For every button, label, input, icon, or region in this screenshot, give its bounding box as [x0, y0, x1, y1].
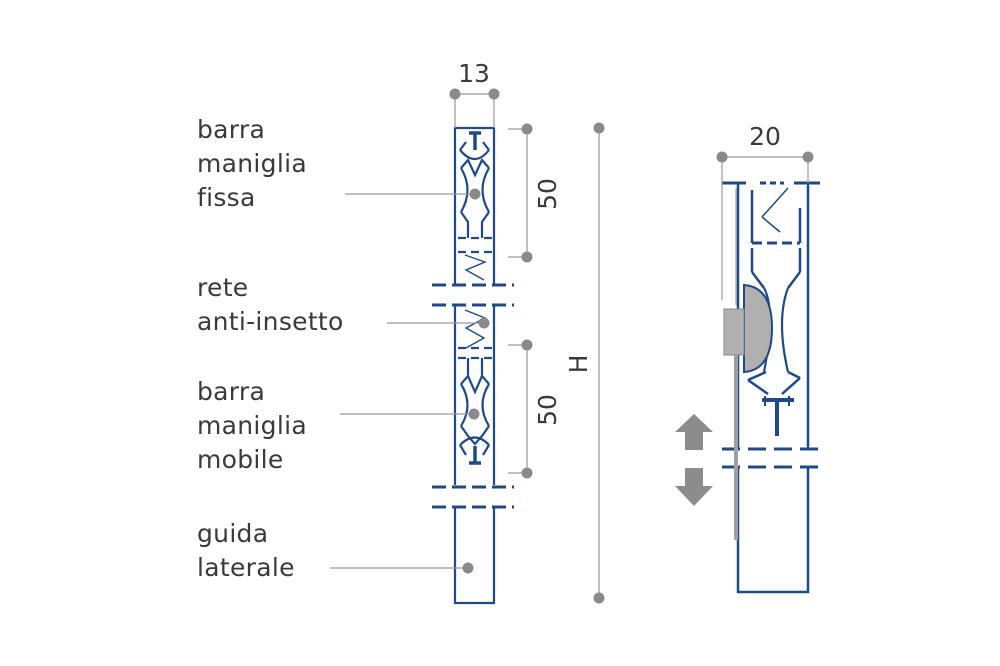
label-rete-anti-insetto: rete anti-insetto	[197, 271, 344, 339]
arrow-down-icon	[675, 468, 713, 506]
label-line: anti-insetto	[197, 307, 344, 336]
arrow-up-icon	[675, 414, 713, 450]
motion-arrows	[675, 414, 713, 506]
handle-bottom-height-label: 50	[533, 394, 562, 426]
label-line: guida	[197, 519, 269, 548]
label-line: barra	[197, 377, 266, 406]
leader-lines	[330, 188, 490, 574]
width-right-label: 20	[749, 122, 781, 151]
label-line: mobile	[197, 445, 284, 474]
label-line: rete	[197, 273, 249, 302]
handle-top-height-label: 50	[533, 178, 562, 210]
label-line: maniglia	[197, 149, 307, 178]
right-dimensions	[716, 151, 814, 300]
total-height-label: H	[564, 355, 593, 374]
label-guida-laterale: guida laterale	[197, 517, 295, 585]
label-line: barra	[197, 115, 266, 144]
label-line: fissa	[197, 183, 256, 212]
handle-grip	[723, 188, 774, 540]
left-dimensions	[449, 88, 605, 604]
width-left-label: 13	[458, 59, 490, 88]
label-barra-maniglia-mobile: barra maniglia mobile	[197, 375, 307, 477]
left-elevation	[432, 126, 514, 605]
label-barra-maniglia-fissa: barra maniglia fissa	[197, 113, 307, 215]
label-line: laterale	[197, 553, 295, 582]
label-line: maniglia	[197, 411, 307, 440]
